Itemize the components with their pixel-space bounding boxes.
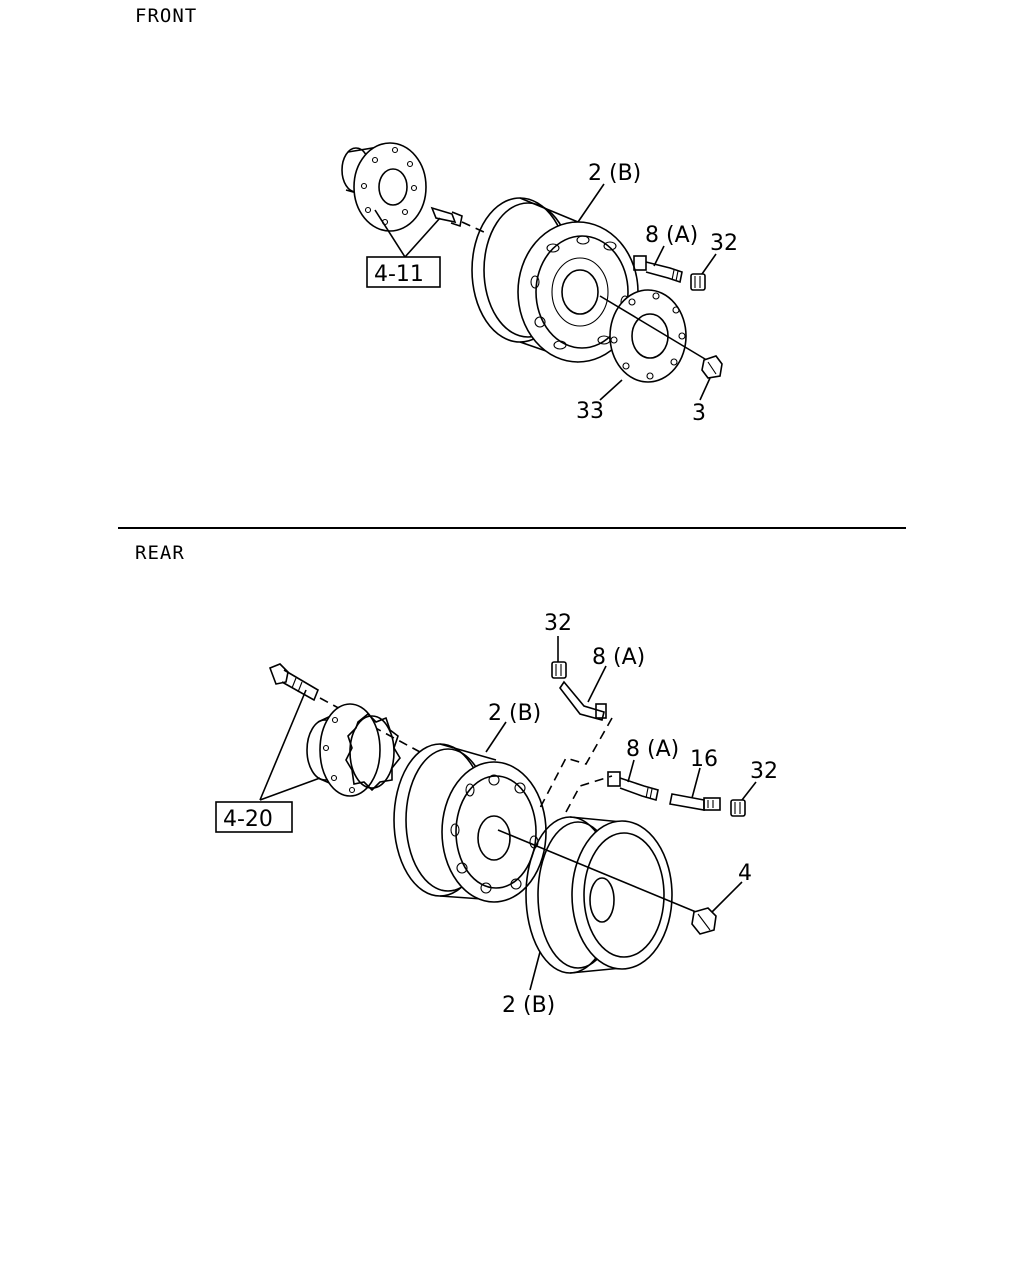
rear-nut-label: 4 <box>738 861 752 886</box>
rear-inner-rim-leader <box>485 721 507 753</box>
rear-ref-box[interactable] <box>215 801 293 833</box>
rear-extension-label: 16 <box>690 747 718 772</box>
rear-right-cap-label: 32 <box>750 759 778 784</box>
rear-mid-valve-label: 8 (A) <box>626 737 679 762</box>
rear-valve-extension <box>669 793 721 811</box>
rear-top-valve-label: 8 (A) <box>592 645 645 670</box>
front-nut-leader <box>699 377 711 401</box>
rear-valve-path-lower <box>565 775 613 813</box>
rear-mid-valve <box>607 771 659 802</box>
rear-inner-rim-label: 2 (B) <box>488 701 541 726</box>
rear-nut-leader <box>711 881 743 913</box>
rear-section-title: REAR <box>135 542 185 564</box>
rear-ref-leader-1 <box>259 689 307 801</box>
front-cap-leader <box>701 253 717 275</box>
front-hub-bolt <box>430 206 487 234</box>
rear-center-line <box>497 829 697 913</box>
front-wheel-nut <box>701 355 723 379</box>
front-ref-box[interactable] <box>366 256 441 288</box>
front-valve-cap <box>690 273 706 291</box>
rear-valve-path-upper <box>539 717 613 809</box>
rear-hub-bolt <box>268 663 421 753</box>
rear-inner-rim <box>393 743 547 903</box>
front-valve <box>633 255 683 284</box>
rear-outer-rim-label: 2 (B) <box>502 993 555 1018</box>
rear-outer-rim <box>525 816 673 974</box>
front-disc-leader <box>599 379 623 401</box>
front-cap-label: 32 <box>710 231 738 256</box>
rear-outer-rim-leader <box>529 951 541 991</box>
rear-right-valve-cap <box>730 799 746 817</box>
front-valve-label: 8 (A) <box>645 223 698 248</box>
rear-hub <box>306 703 401 797</box>
front-disc-label: 33 <box>576 399 604 424</box>
front-hub <box>341 142 427 232</box>
rear-ref-label: 4-20 <box>223 807 273 832</box>
front-rim-label: 2 (B) <box>588 161 641 186</box>
rear-wheel-nut <box>691 907 717 935</box>
front-section-title: FRONT <box>135 5 197 27</box>
rear-mid-valve-leader <box>627 759 635 783</box>
front-wheel-disc <box>609 289 687 383</box>
rear-ref-leader-2 <box>259 777 321 801</box>
front-nut-label: 3 <box>692 401 706 426</box>
rear-top-valve-cap <box>551 661 567 679</box>
front-ref-label: 4-11 <box>374 262 424 287</box>
front-ref-leader-2 <box>404 217 441 258</box>
front-rim-leader <box>577 183 605 223</box>
front-valve-leader <box>653 245 665 267</box>
front-ref-leader-1 <box>374 209 406 258</box>
rear-top-valve-leader <box>587 665 607 703</box>
front-center-line <box>599 295 711 363</box>
rear-right-cap-leader <box>741 781 757 801</box>
rear-top-valve <box>559 680 607 721</box>
rear-top-cap-label: 32 <box>544 611 572 636</box>
rear-extension-leader <box>691 767 701 799</box>
